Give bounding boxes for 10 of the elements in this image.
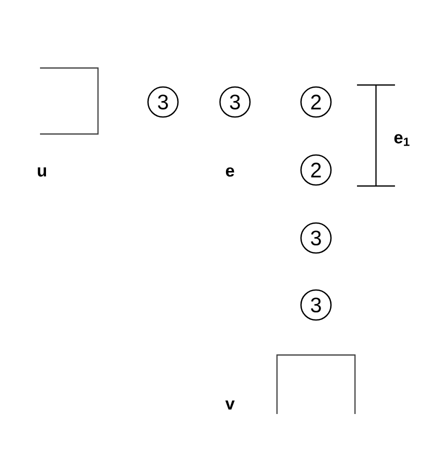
- circled-number: 3: [147, 86, 179, 118]
- circled-number: 2: [300, 86, 332, 118]
- circled-number: 3: [300, 222, 332, 254]
- variable-label: u: [38, 167, 46, 177]
- circled-number: 3: [219, 86, 251, 118]
- variable-label: e$_{1}$: [394, 134, 410, 146]
- circled-number: 2: [300, 154, 332, 186]
- variable-label: e: [226, 167, 234, 177]
- circled-number: 3: [300, 289, 332, 321]
- variable-label: v: [225, 400, 235, 410]
